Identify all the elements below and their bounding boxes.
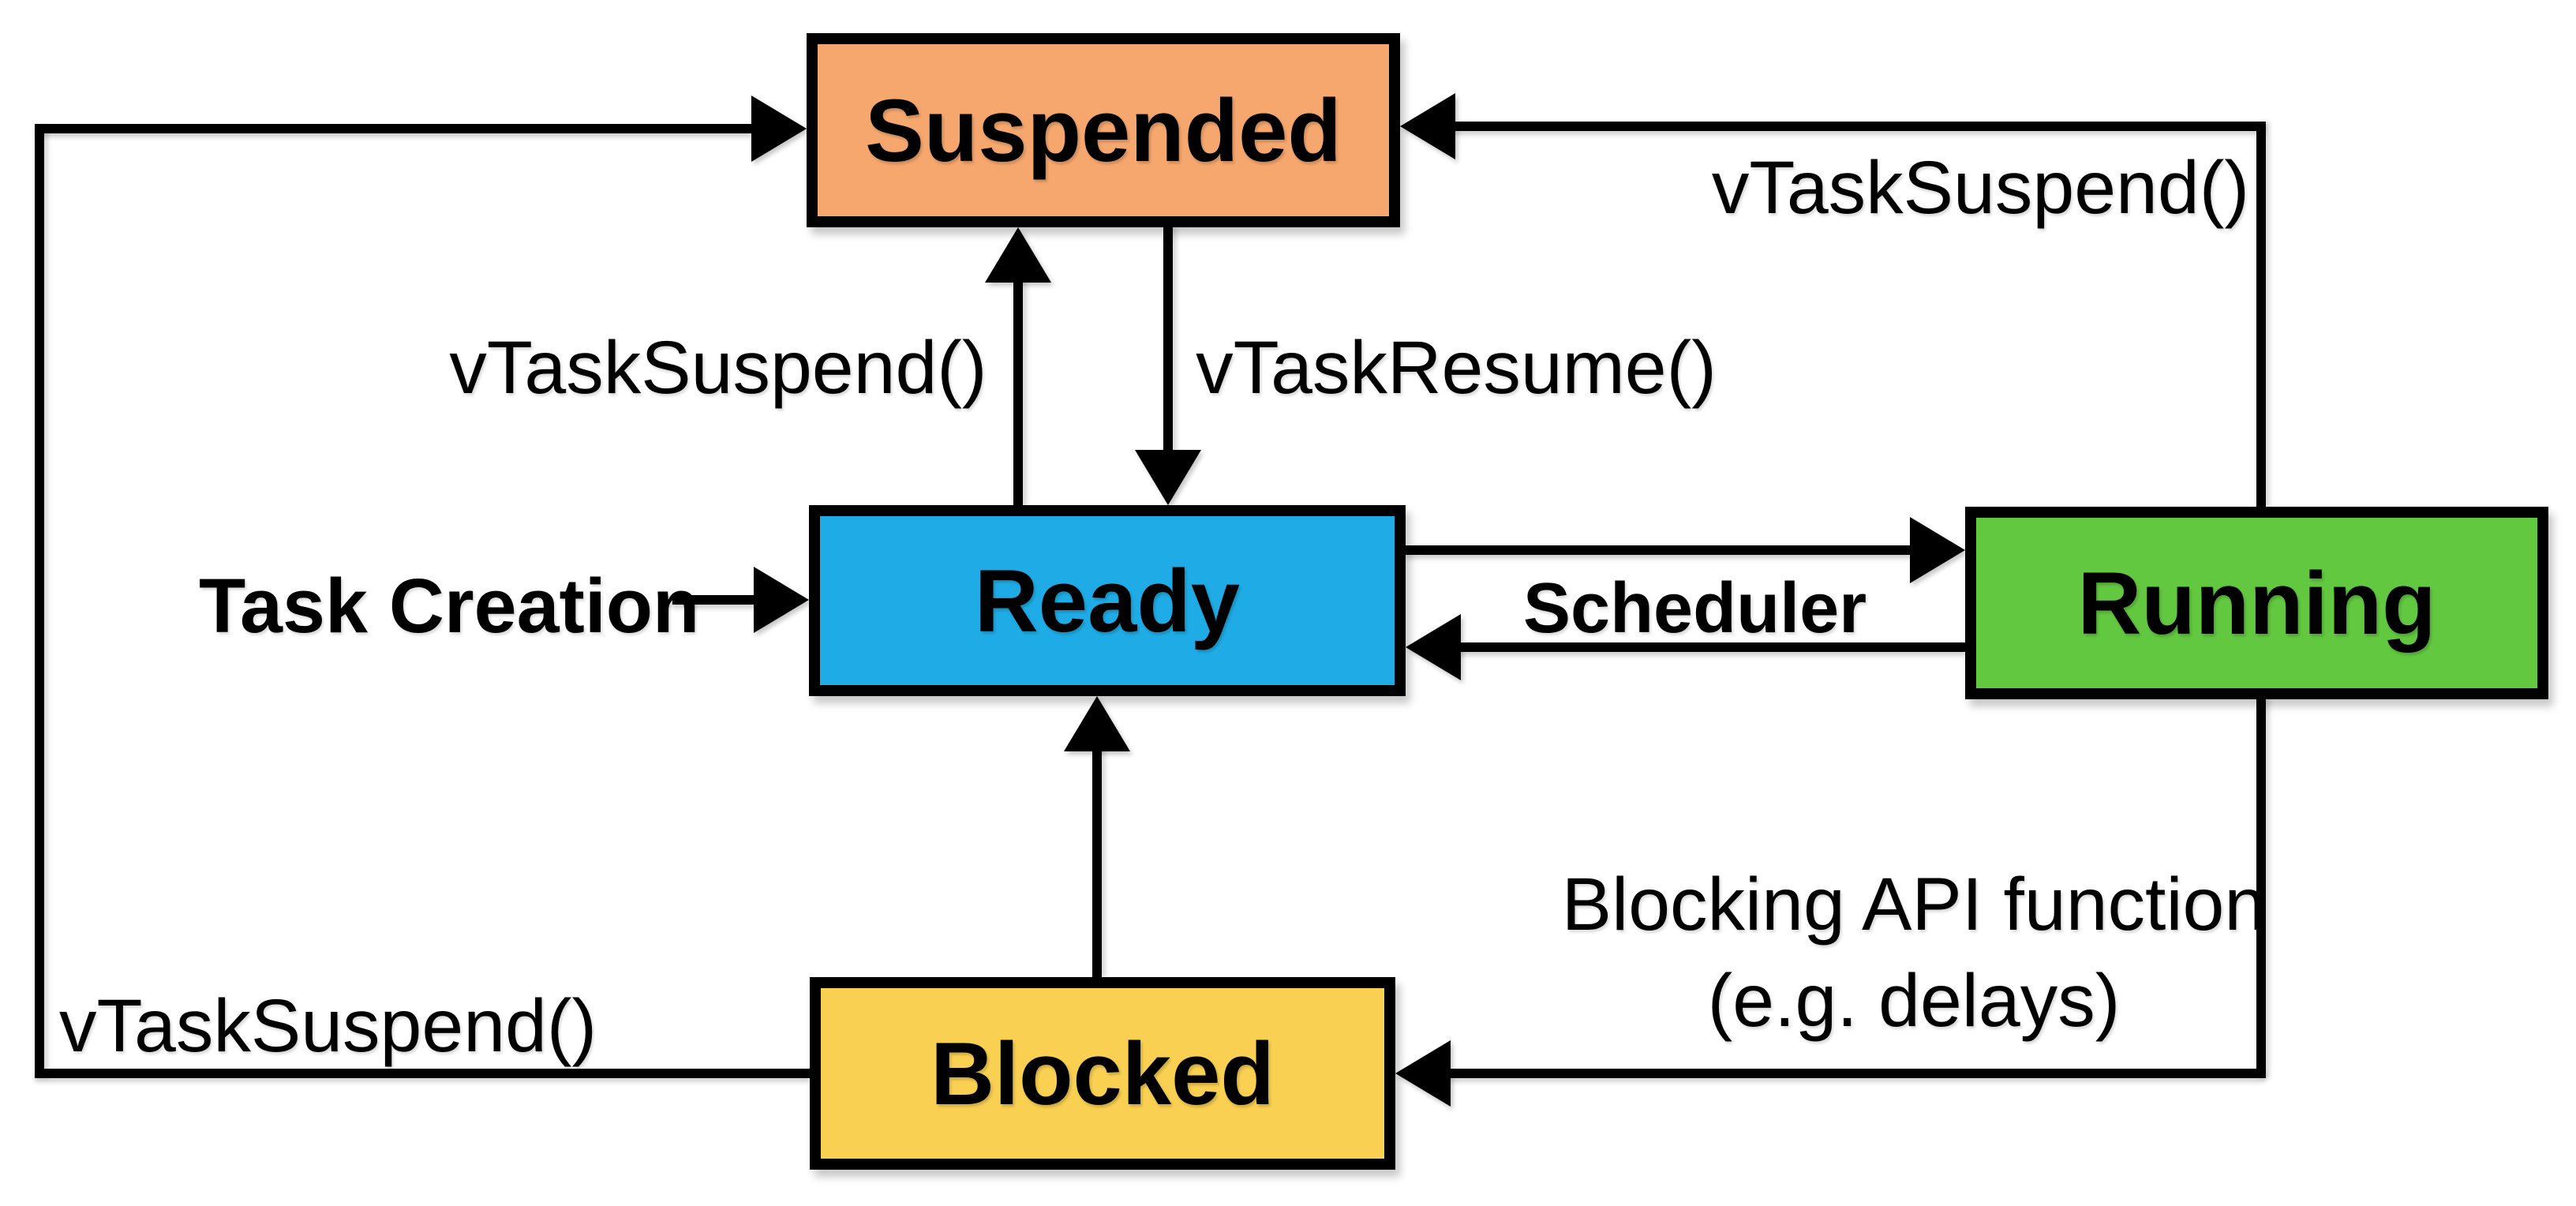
arrowhead-into-blocked-right	[1395, 1040, 1451, 1107]
arrowhead-into-ready-top	[1135, 450, 1201, 505]
edge-ready-to-running	[1406, 545, 1911, 555]
state-suspended: Suspended	[807, 33, 1400, 227]
edge-running-to-suspended-vertical	[2256, 122, 2266, 507]
label-task-creation: Task Creation	[199, 563, 700, 649]
state-suspended-label: Suspended	[865, 81, 1342, 180]
arrowhead-into-ready-left	[754, 567, 809, 633]
state-ready-label: Ready	[974, 551, 1241, 650]
edge-running-to-ready	[1459, 642, 1965, 652]
state-running: Running	[1965, 507, 2548, 699]
edge-suspended-to-ready	[1163, 227, 1173, 453]
arrowhead-into-suspended-left	[751, 96, 807, 162]
label-blocking-api-line1: Blocking API function	[1561, 863, 2267, 946]
edge-blocked-to-suspended-vertical	[35, 125, 44, 1078]
edge-ready-to-suspended	[1013, 278, 1023, 507]
label-vtasksuspend-ready: vTaskSuspend()	[449, 326, 987, 410]
arrowhead-into-ready-right	[1406, 614, 1461, 680]
edge-blocked-to-suspended-bottom	[35, 1069, 810, 1078]
label-scheduler: Scheduler	[1523, 569, 1867, 648]
label-vtasksuspend-blocked: vTaskSuspend()	[59, 984, 597, 1068]
edge-running-to-suspended-horizontal	[1454, 122, 2266, 131]
label-vtaskresume: vTaskResume()	[1196, 326, 1717, 410]
state-running-label: Running	[2077, 553, 2436, 653]
edge-running-to-blocked-horizontal	[1449, 1069, 2266, 1078]
edge-task-creation	[672, 595, 755, 605]
arrowhead-into-suspended-bottom	[985, 227, 1051, 283]
label-vtasksuspend-running: vTaskSuspend()	[1711, 146, 2249, 230]
arrowhead-into-running-left	[1910, 517, 1965, 583]
state-blocked-label: Blocked	[930, 1024, 1275, 1123]
label-blocking-api: Blocking API function (e.g. delays)	[1543, 857, 2285, 1049]
edge-blocked-to-ready	[1092, 747, 1102, 977]
arrowhead-into-suspended-right	[1400, 93, 1455, 159]
label-blocking-api-line2: (e.g. delays)	[1707, 958, 2121, 1043]
edge-blocked-to-suspended-top	[35, 124, 751, 133]
state-ready: Ready	[809, 505, 1406, 696]
arrowhead-into-ready-bottom	[1064, 696, 1130, 751]
state-blocked: Blocked	[810, 977, 1395, 1170]
edge-running-to-blocked-vertical	[2256, 699, 2266, 1078]
